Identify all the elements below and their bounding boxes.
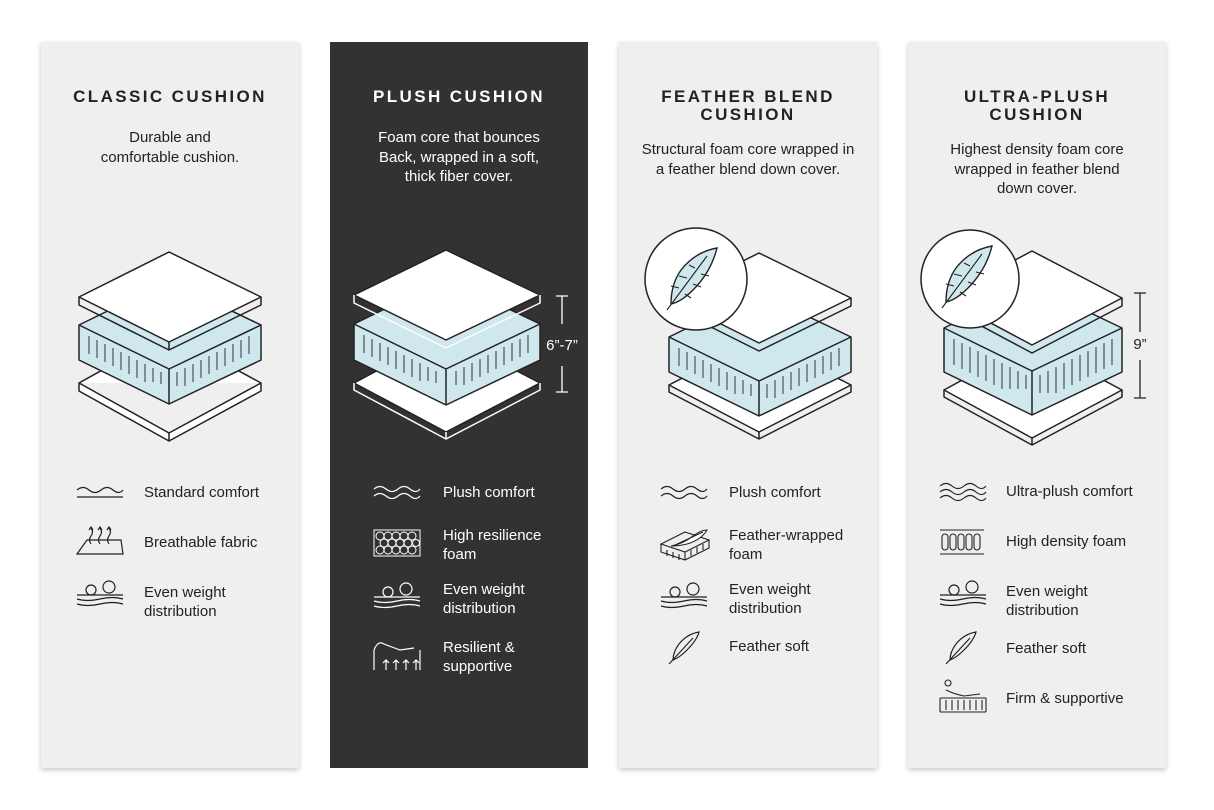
weight-distribution-icon [373, 582, 421, 609]
high-density-foam-icon [940, 529, 984, 555]
feather-wrapped-foam-icon [659, 529, 711, 561]
feather-icon [945, 631, 977, 665]
double-wave-icon [373, 485, 421, 500]
card-title: CLASSIC CUSHION [73, 87, 267, 106]
card-description: Highest density foam core wrapped in fea… [950, 141, 1124, 197]
feature-label: Plush comfort [729, 484, 821, 501]
breathable-fabric-icon [75, 525, 124, 555]
honeycomb-foam-icon [373, 529, 421, 557]
feature-label: High density foam [1006, 533, 1127, 550]
card-description: Durable and comfortable cushion. [100, 129, 240, 166]
feather-icon [668, 631, 700, 665]
weight-distribution-icon [660, 582, 708, 609]
weight-distribution-icon [939, 580, 987, 607]
feature-label: Feather soft [1006, 640, 1087, 657]
feather-badge [920, 229, 1020, 329]
card-title: ULTRA-PLUSH CUSHION [963, 87, 1110, 124]
classic-cushion-card: CLASSIC CUSHION Durable and comfortable … [41, 42, 299, 768]
feature-label: Firm & supportive [1006, 690, 1124, 707]
plush-cushion-card: PLUSH CUSHION Foam core that bounces Bac… [330, 42, 588, 768]
weight-distribution-icon [76, 580, 124, 607]
feature-label: Feather-wrapped foam [729, 527, 844, 563]
feature-label: Even weight distribution [443, 581, 525, 617]
double-wave-icon [660, 485, 708, 500]
wave-line-icon [76, 486, 124, 498]
feature-label: Ultra-plush comfort [1006, 483, 1133, 500]
feather-badge [644, 227, 748, 331]
ultra-plush-cushion-card: ULTRA-PLUSH CUSHION Highest density foam… [908, 42, 1166, 768]
feature-label: Plush comfort [443, 484, 535, 501]
resilient-support-icon [373, 642, 421, 670]
card-description: Structural foam core wrapped in a feathe… [641, 141, 855, 178]
feature-label: Resilient & supportive [443, 639, 515, 675]
feature-label: Even weight distribution [729, 581, 811, 617]
card-title: FEATHER BLEND CUSHION [661, 87, 835, 124]
feature-label: Feather soft [729, 638, 810, 655]
firm-support-icon [939, 679, 987, 713]
height-label: 9” [1133, 336, 1147, 353]
height-label: 6”-7” [546, 337, 578, 354]
triple-wave-icon [939, 482, 987, 502]
feature-label: Standard comfort [144, 484, 260, 501]
feature-label: Breathable fabric [144, 534, 258, 551]
card-title: PLUSH CUSHION [373, 87, 545, 106]
feather-blend-cushion-card: FEATHER BLEND CUSHION Structural foam co… [619, 42, 877, 768]
feature-label: Even weight distribution [1006, 583, 1088, 619]
feature-label: Even weight distribution [144, 584, 226, 620]
feature-label: High resilience foam [443, 527, 542, 563]
card-description: Foam core that bounces Back, wrapped in … [378, 129, 540, 185]
